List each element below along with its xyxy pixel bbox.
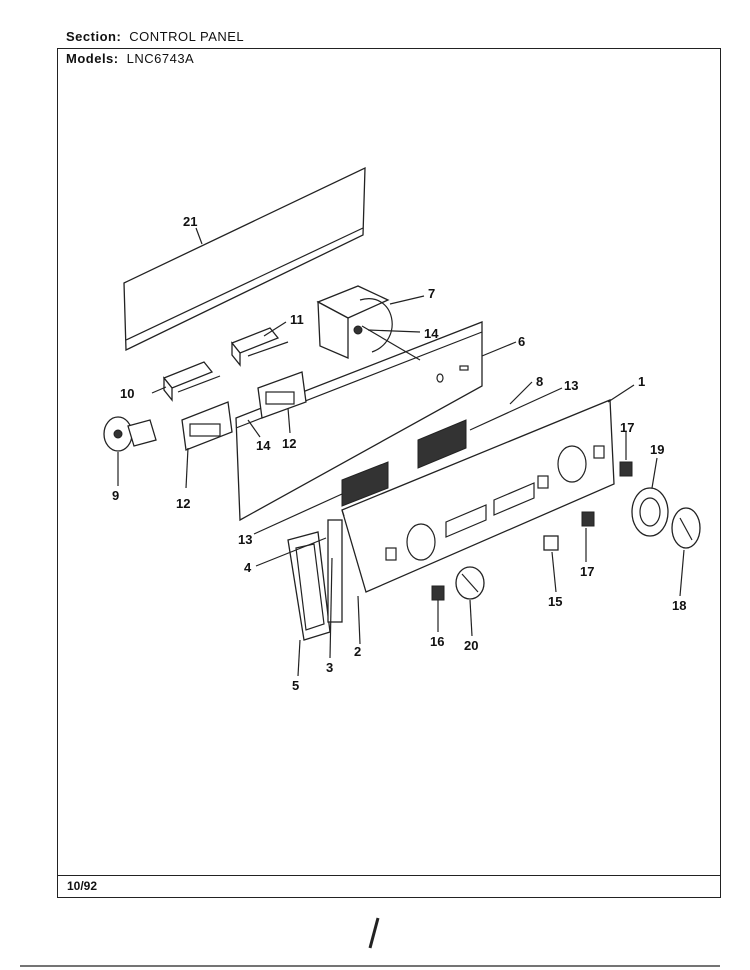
part-16-knob	[431, 585, 445, 601]
part-13-display-b	[341, 461, 389, 507]
callout-20: 20	[464, 638, 478, 653]
section-value: CONTROL PANEL	[129, 29, 245, 44]
callout-9: 9	[112, 488, 119, 503]
models-label: Models:	[66, 51, 119, 66]
section-label: Section:	[66, 29, 122, 44]
part-18-knob	[671, 507, 701, 549]
callout-19: 19	[650, 442, 664, 457]
part-5-end-cap	[287, 531, 331, 641]
callout-5: 5	[292, 678, 299, 693]
section-header: Section: CONTROL PANEL	[66, 29, 244, 44]
callout-2: 2	[354, 644, 361, 659]
callout-18: 18	[672, 598, 686, 613]
diagram-frame: Models: LNC6743A 10/92	[57, 48, 721, 898]
callout-8: 8	[536, 374, 543, 389]
part-12-bracket-b	[181, 401, 233, 451]
callout-6: 6	[518, 334, 525, 349]
part-17-knob-b	[619, 461, 633, 477]
part-21-back-guard	[123, 166, 366, 352]
revision-date: 10/92	[67, 879, 98, 893]
callout-3: 3	[326, 660, 333, 675]
callout-12a: 12	[282, 436, 296, 451]
part-9-thermostat	[103, 416, 157, 452]
part-6-mounting-plate	[235, 321, 483, 522]
callout-7: 7	[428, 286, 435, 301]
part-20-knob	[455, 566, 485, 600]
part-15-button	[543, 535, 559, 551]
callout-17b: 17	[580, 564, 594, 579]
callout-10: 10	[120, 386, 134, 401]
callout-21: 21	[183, 214, 197, 229]
part-11-switch	[230, 327, 289, 367]
part-1-console-panel	[341, 399, 615, 593]
callout-14a: 14	[424, 326, 439, 341]
part-19-dial	[631, 487, 669, 537]
part-7-timer	[316, 285, 421, 361]
callout-13a: 13	[564, 378, 578, 393]
callout-12b: 12	[176, 496, 190, 511]
callout-4: 4	[244, 560, 252, 575]
callout-labels: 21 7 11 14 6 10 8 13 1 17 19 12 14 9 12 …	[112, 214, 686, 693]
models-header: Models: LNC6743A	[66, 51, 194, 66]
callout-16: 16	[430, 634, 444, 649]
part-3-trim	[327, 519, 343, 623]
callout-1: 1	[638, 374, 645, 389]
part-17-knob-a	[581, 511, 595, 527]
callout-14b: 14	[256, 438, 271, 453]
part-13-display-a	[417, 419, 467, 469]
callout-15: 15	[548, 594, 562, 609]
callout-11: 11	[290, 312, 304, 327]
scan-marks	[20, 917, 720, 967]
callout-17a: 17	[620, 420, 634, 435]
part-10-switch	[162, 361, 221, 402]
leader-lines	[117, 227, 685, 677]
footer-divider	[58, 875, 720, 876]
callout-13b: 13	[238, 532, 252, 547]
models-value: LNC6743A	[126, 51, 195, 66]
part-12-bracket-a	[257, 371, 307, 419]
